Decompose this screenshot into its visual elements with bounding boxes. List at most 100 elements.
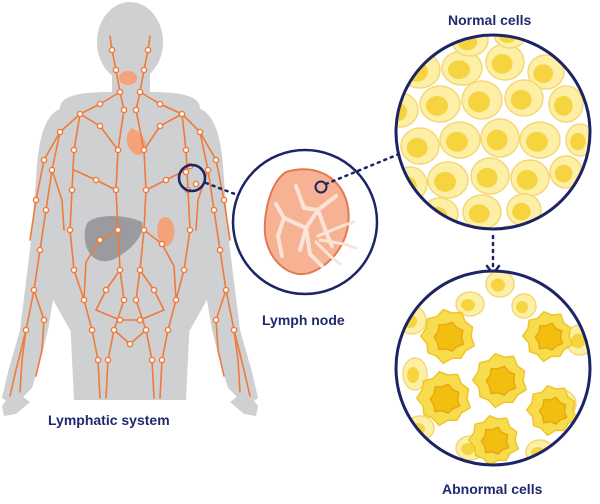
lymph-node-dot — [102, 286, 110, 294]
lymph-node-circle — [231, 148, 379, 296]
lymph-node-dot — [116, 266, 124, 274]
normal-cell — [439, 121, 481, 159]
lymph-node-dot — [112, 66, 120, 74]
lymph-node-dot — [156, 100, 164, 108]
lymph-node-dot — [88, 326, 96, 334]
lymph-node-dot — [222, 286, 230, 294]
lymph-node-dot — [178, 110, 186, 118]
node-vessels — [314, 220, 358, 266]
arrow-down-icon — [485, 234, 501, 276]
node-highlight-circle — [314, 180, 328, 194]
normal-cell — [527, 54, 565, 90]
lymph-node-dot — [180, 266, 188, 274]
lymph-node-dot — [40, 316, 48, 324]
lymph-node-dot — [220, 196, 228, 204]
lymph-node-dot — [136, 88, 144, 96]
lymph-node-dot — [120, 296, 128, 304]
lymph-node-dot — [42, 206, 50, 214]
abnormal-cell — [471, 352, 528, 409]
abnormal-cell — [525, 384, 578, 437]
lymph-node-shape — [263, 168, 350, 275]
abnormal-cell — [521, 310, 574, 363]
lymph-node-dot — [22, 326, 30, 334]
lymph-node-dot — [186, 226, 194, 234]
lymph-node-dot — [30, 286, 38, 294]
lymph-node-dot — [70, 266, 78, 274]
lymph-node-dot — [96, 100, 104, 108]
lymph-node-dot — [116, 88, 124, 96]
body-silhouette — [2, 2, 258, 416]
normal-cell — [397, 305, 427, 335]
normal-cell — [511, 293, 537, 319]
normal-cell — [427, 161, 469, 199]
lymph-node-dot — [136, 266, 144, 274]
normal-cell — [485, 271, 515, 298]
normal-cell — [548, 85, 584, 123]
lymph-node-dot — [182, 168, 190, 176]
lymph-node-dot — [70, 146, 78, 154]
normal-cell — [485, 43, 525, 81]
normal-cell — [470, 157, 510, 195]
lymph-node-dot — [80, 296, 88, 304]
lymph-node-dot — [162, 176, 170, 184]
abnormal-cell — [419, 308, 476, 365]
lymph-node-dot — [150, 286, 158, 294]
normal-cell — [419, 85, 461, 123]
lymph-node-dot — [76, 110, 84, 118]
lymph-node-dot — [216, 246, 224, 254]
lymph-node-dot — [114, 226, 122, 234]
lymph-node-dot — [120, 106, 128, 114]
normal-cell — [455, 291, 485, 317]
lymph-node-dot — [230, 326, 238, 334]
lymph-node-dot — [196, 128, 204, 136]
normal-cell — [441, 50, 483, 86]
lymph-node-dot — [126, 340, 134, 348]
lymph-node-dot — [142, 326, 150, 334]
lymph-node-dot — [104, 356, 112, 364]
lymph-node-dot — [140, 66, 148, 74]
lymph-node-dot — [94, 356, 102, 364]
lymph-node-dot — [158, 240, 166, 248]
lymph-node-dot — [68, 186, 76, 194]
normal-cell — [506, 193, 542, 227]
normal-cell — [400, 127, 440, 165]
lymph-node-dot — [158, 356, 166, 364]
lymph-node-dot — [142, 186, 150, 194]
normal-cell — [504, 79, 544, 117]
lymph-node-dot — [164, 326, 172, 334]
normal-cell — [510, 159, 550, 197]
connector-node-to-cells — [324, 150, 406, 186]
lymph-node-dot — [212, 316, 220, 324]
normal-cell — [519, 121, 561, 159]
normal-cell — [402, 357, 428, 391]
lymph-node-dot — [56, 128, 64, 136]
lymph-node-dots — [22, 46, 238, 364]
lymph-node-dot — [136, 316, 144, 324]
lymph-node-dot — [110, 326, 118, 334]
lymph-node-dot — [96, 122, 104, 130]
lymph-node-dot — [96, 236, 104, 244]
lymph-node-dot — [144, 46, 152, 54]
normal-cells-label: Normal cells — [448, 12, 532, 28]
abnormal-cell — [467, 414, 520, 465]
lymph-node-dot — [172, 296, 180, 304]
lymph-node-dot — [210, 206, 218, 214]
lymph-node-dot — [182, 146, 190, 154]
lymph-node-dot — [108, 46, 116, 54]
lymph-node-dot — [192, 180, 200, 188]
lymph-node-dot — [66, 226, 74, 234]
lymph-node-dot — [132, 296, 140, 304]
abnormal-cells-label: Abnormal cells — [442, 481, 543, 497]
thyroid-shape — [119, 71, 137, 85]
lymph-node-dot — [114, 146, 122, 154]
lymph-node-dot — [40, 156, 48, 164]
lymph-node-dot — [116, 316, 124, 324]
lymph-node-dot — [140, 146, 148, 154]
lymphatic-system-label: Lymphatic system — [48, 412, 170, 428]
normal-cell — [565, 123, 590, 157]
lymph-node-dot — [36, 246, 44, 254]
connector-armpit-to-node — [204, 181, 242, 198]
spleen-shape — [157, 217, 175, 247]
